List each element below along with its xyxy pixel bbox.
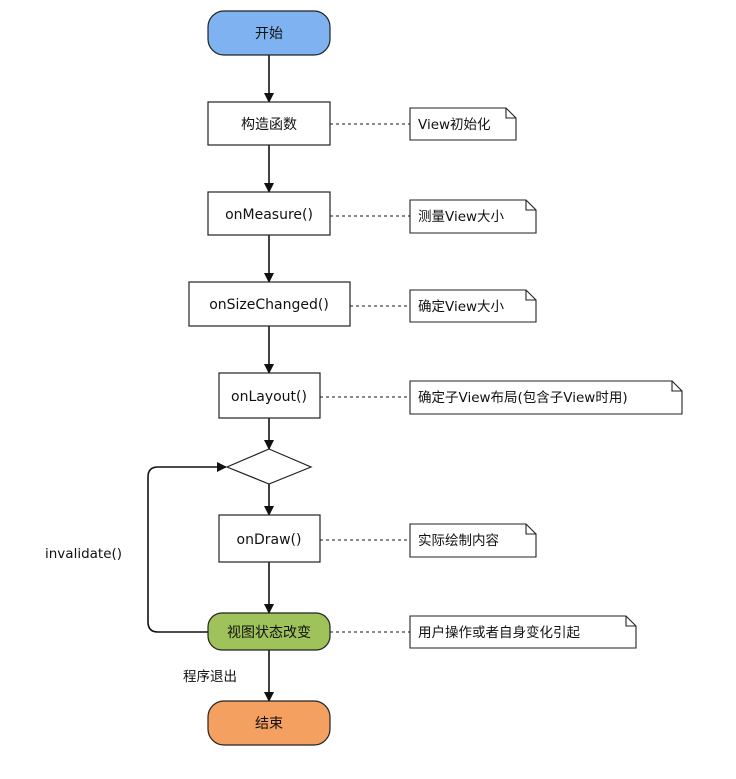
on-size-changed-node-shape <box>188 281 351 327</box>
on-layout-node-shape <box>218 372 321 419</box>
on-layout-node-label: onLayout() <box>231 389 307 405</box>
note-state-change-shape <box>409 615 637 649</box>
on-measure-node: onMeasure() <box>207 191 331 236</box>
note-on-measure: 测量View大小 <box>409 199 537 234</box>
note-on-size-changed-shape <box>409 289 537 323</box>
on-size-changed-node-label: onSizeChanged() <box>209 297 329 313</box>
note-state-change-fold <box>625 616 636 627</box>
note-on-draw-fold <box>525 524 536 535</box>
note-on-layout: 确定子View布局(包含子View时用) <box>409 380 683 415</box>
edge-label-invalidate: invalidate() <box>45 546 122 562</box>
note-on-size-changed-text: 确定View大小 <box>418 299 505 315</box>
note-constructor-text: View初始化 <box>418 116 491 133</box>
on-measure-node-shape <box>207 191 331 236</box>
decision-diamond <box>225 448 313 485</box>
arrow-invalidate-loop <box>147 462 227 633</box>
note-on-measure-fold <box>525 200 536 211</box>
note-on-draw-text: 实际绘制内容 <box>418 532 499 549</box>
note-on-draw: 实际绘制内容 <box>409 523 537 558</box>
constructor-node-label: 构造函数 <box>241 117 297 133</box>
note-on-layout-fold <box>671 381 682 392</box>
note-on-size-changed-fold <box>525 290 536 301</box>
constructor-node: 构造函数 <box>207 101 331 146</box>
note-connectors <box>320 123 410 633</box>
on-layout-node: onLayout() <box>218 372 321 419</box>
note-state-change: 用户操作或者自身变化引起 <box>409 615 637 649</box>
on-draw-node-label: onDraw() <box>237 532 302 548</box>
note-on-size-changed: 确定View大小 <box>409 289 537 323</box>
on-measure-node-label: onMeasure() <box>225 207 313 223</box>
start-node-shape <box>207 10 331 56</box>
start-node: 开始 <box>207 10 331 56</box>
end-node-label: 结束 <box>255 716 283 732</box>
note-on-layout-text: 确定子View布局(包含子View时用) <box>418 390 628 406</box>
note-on-measure-shape <box>409 199 537 234</box>
note-constructor-fold <box>505 108 516 119</box>
on-draw-node: onDraw() <box>218 514 321 563</box>
note-on-measure-text: 测量View大小 <box>418 209 505 225</box>
note-state-change-text: 用户操作或者自身变化引起 <box>418 624 580 641</box>
on-size-changed-node: onSizeChanged() <box>188 281 351 327</box>
state-change-node: 视图状态改变 <box>207 612 331 651</box>
constructor-node-shape <box>207 101 331 146</box>
start-node-label: 开始 <box>255 26 283 42</box>
on-draw-node-shape <box>218 514 321 563</box>
flow-arrows <box>147 55 274 702</box>
end-node-shape <box>207 700 331 746</box>
state-change-node-shape <box>207 612 331 651</box>
note-constructor: View初始化 <box>409 107 517 141</box>
note-on-layout-shape <box>409 380 683 415</box>
state-change-node-label: 视图状态改变 <box>227 625 311 641</box>
edge-label-exit: 程序退出 <box>183 669 237 685</box>
note-on-draw-shape <box>409 523 537 558</box>
end-node: 结束 <box>207 700 331 746</box>
note-constructor-shape <box>409 107 517 141</box>
